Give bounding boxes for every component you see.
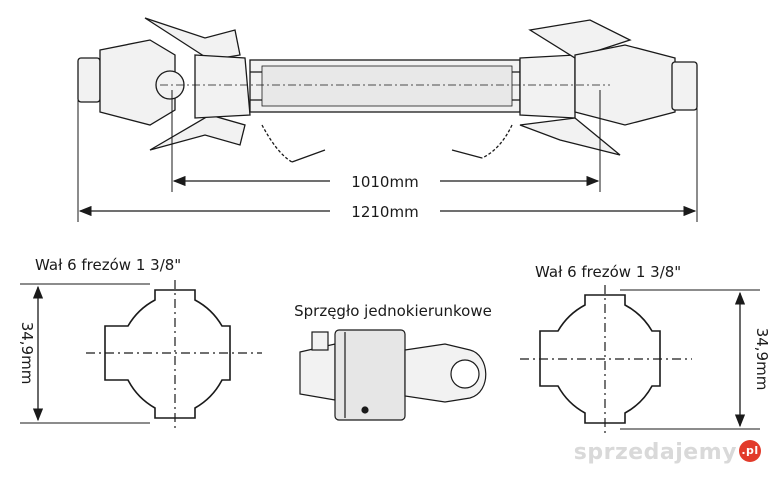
clutch-label: Sprzęgło jednokierunkowe xyxy=(294,302,492,320)
dimension-outer: 1210mm xyxy=(78,203,697,221)
left-spline-profile xyxy=(104,289,231,419)
left-diameter-label: 34,9mm xyxy=(18,322,36,385)
right-guard-bottom xyxy=(519,117,621,156)
left-yoke xyxy=(99,39,176,126)
clutch-illustration xyxy=(299,329,487,421)
right-coupling xyxy=(519,54,576,119)
right-end-cap xyxy=(671,61,698,111)
dimension-outer-label: 1210mm xyxy=(351,203,418,221)
left-shaft-label: Wał 6 frezów 1 3/8" xyxy=(35,256,181,274)
left-end-cap xyxy=(77,57,101,103)
dimension-inner: 1010mm xyxy=(172,173,600,191)
clutch-section: Sprzęgło jednokierunkowe xyxy=(294,302,492,421)
left-coupling xyxy=(194,54,251,119)
right-guard-top xyxy=(528,19,632,59)
left-hook xyxy=(291,149,326,163)
watermark-text: sprzedajemy xyxy=(573,440,737,465)
watermark-badge: .pl xyxy=(739,440,761,462)
right-yoke xyxy=(574,44,676,126)
right-chain xyxy=(481,124,513,159)
pto-shaft-drawing xyxy=(77,17,698,163)
right-diameter-label: 34,9mm xyxy=(753,328,771,391)
dimension-inner-label: 1010mm xyxy=(351,173,418,191)
left-guard-bottom xyxy=(149,114,246,151)
right-hook xyxy=(451,149,483,159)
left-spline-section: Wał 6 frezów 1 3/8" 34,9mm xyxy=(18,256,262,428)
left-chain xyxy=(261,124,293,163)
watermark: sprzedajemy.pl xyxy=(574,440,761,465)
right-shaft-label: Wał 6 frezów 1 3/8" xyxy=(535,263,681,281)
left-guard-top xyxy=(144,17,241,61)
right-spline-section: Wał 6 frezów 1 3/8" 34,9mm xyxy=(520,263,771,433)
